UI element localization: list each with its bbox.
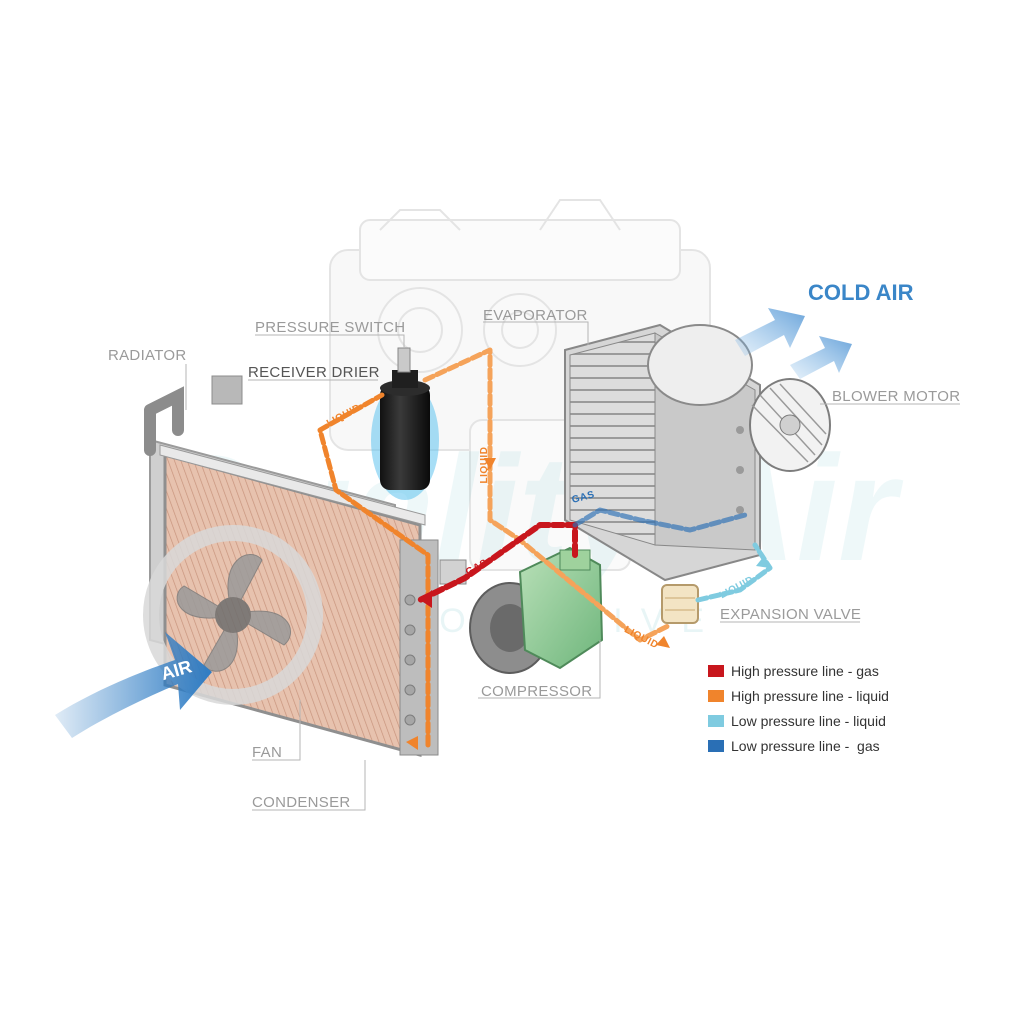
- leader-lines: [185, 321, 960, 811]
- label-pressure-switch: PRESSURE SWITCH: [255, 319, 405, 336]
- label-blower-motor: BLOWER MOTOR: [832, 388, 960, 405]
- line-high-liquid-condenser-to-drier: [317, 392, 431, 748]
- flow-arrow: [484, 458, 496, 470]
- legend-item: Low pressure line - liquid: [708, 708, 1008, 733]
- legend-item: High pressure line - gas: [708, 658, 1008, 683]
- cold-air-arrows: [735, 308, 852, 379]
- line-low-liquid-valve-to-evaporator: [695, 542, 773, 603]
- compressor: [469, 546, 604, 674]
- label-fan: FAN: [252, 744, 282, 761]
- legend-swatch: [708, 664, 724, 677]
- legend-label: Low pressure line - liquid: [731, 712, 886, 729]
- component-labels: RADIATOR PRESSURE SWITCH RECEIVER DRIER …: [108, 280, 960, 811]
- line-high-gas-compressor-to-condenser: [417, 522, 578, 603]
- blower-motor: [647, 324, 831, 472]
- flow-arrow: [656, 636, 670, 648]
- legend-item: High pressure line - liquid: [708, 683, 1008, 708]
- label-receiver-drier: RECEIVER DRIER: [248, 364, 380, 381]
- legend-label: High pressure line - liquid: [731, 687, 889, 704]
- label-evaporator: EVAPORATOR: [483, 307, 588, 324]
- legend-item: Low pressure line - gas: [708, 733, 1008, 758]
- line-low-gas-evaporator-to-compressor: [572, 507, 748, 533]
- flow-label-liquid-vertical: LIQUID: [479, 447, 490, 484]
- legend-swatch: [708, 714, 724, 727]
- line-high-liquid-drier-to-valve: [422, 347, 673, 643]
- flow-arrow: [406, 736, 418, 750]
- legend-label: Low pressure line - gas: [731, 737, 880, 754]
- label-cold-air: COLD AIR: [808, 280, 914, 305]
- legend-swatch: [708, 739, 724, 752]
- receiver-drier: [371, 347, 439, 500]
- label-condenser: CONDENSER: [252, 794, 351, 811]
- expansion-valve: [661, 584, 699, 624]
- legend-label: High pressure line - gas: [731, 662, 879, 679]
- fan: [143, 525, 323, 705]
- label-radiator: RADIATOR: [108, 347, 187, 364]
- legend-swatch: [708, 689, 724, 702]
- flow-arrow: [420, 590, 432, 608]
- label-expansion-valve: EXPANSION VALVE: [720, 606, 861, 623]
- refrigerant-lines: [317, 347, 773, 750]
- flow-arrow: [756, 556, 770, 568]
- label-compressor: COMPRESSOR: [481, 683, 592, 700]
